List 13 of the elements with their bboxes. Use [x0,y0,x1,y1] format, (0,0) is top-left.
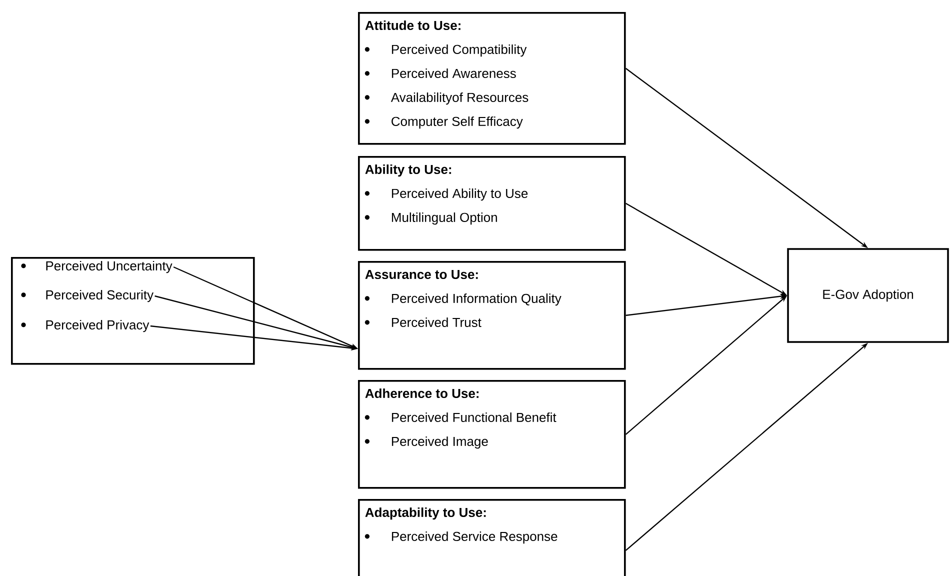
factor-box: Assurance to Use: Perceived Information Quality Perceived Trust [358,261,626,370]
node-label: Perceived Security [46,290,154,302]
bullet-item: Perceived Security [21,290,154,302]
bullet-item: Perceived Privacy [21,320,150,332]
factor-box: Adherence to Use: Perceived Functional Benefit Perceived Image [358,380,626,489]
factor-box [11,257,255,365]
outcome-box: E-Gov Adoption [787,248,949,343]
bullet-item: Perceived Uncertainty [21,260,172,274]
node-label: Perceived Privacy [46,320,150,332]
factor-box: Attitude to Use: Perceived Compatibility Perceived Awareness Availabilityof Resources Computer Self Efficacy [358,12,626,145]
factor-box: Ability to Use: Perceived Ability to Use Multilingual Option [358,156,626,251]
node-label: Perceived Uncertainty [46,260,172,274]
factor-box: Adaptability to Use: Perceived Service Response [358,499,626,576]
